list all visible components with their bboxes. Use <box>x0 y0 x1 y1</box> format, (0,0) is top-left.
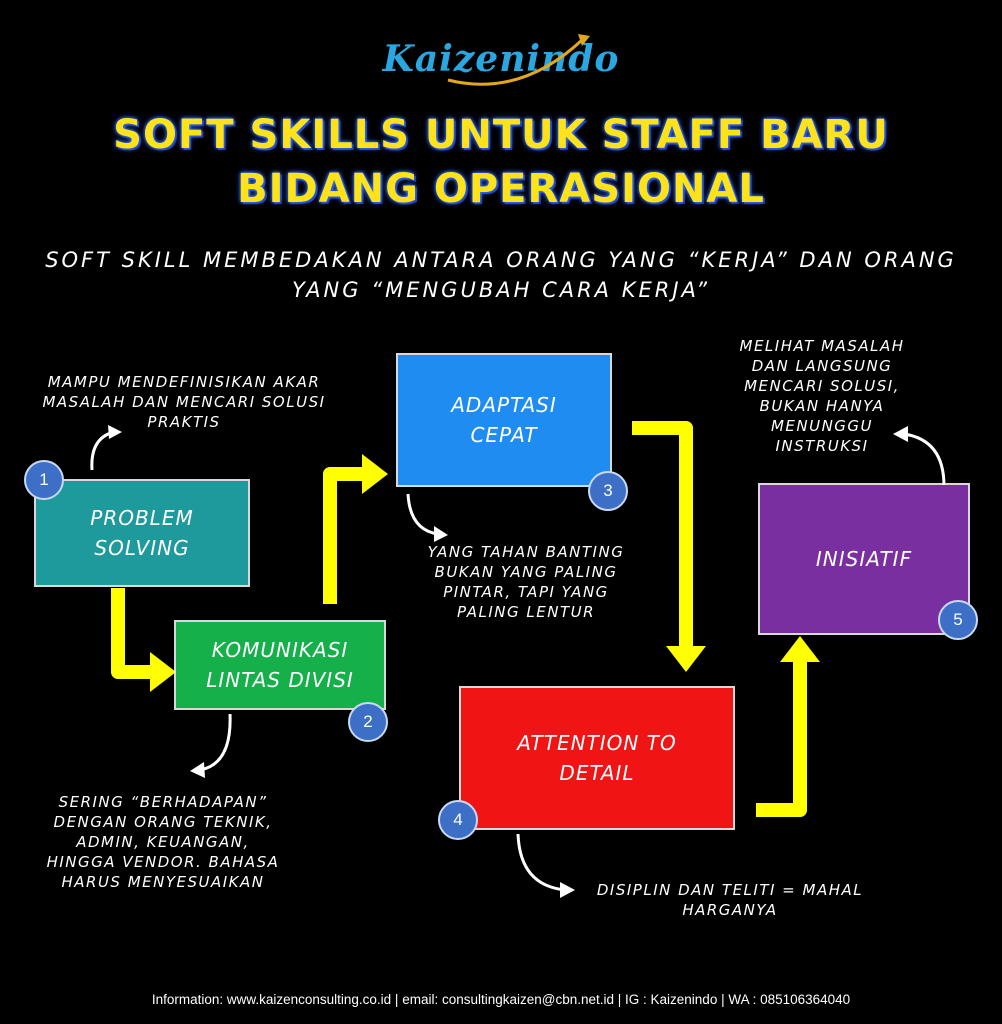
step3-note-line: YANG TAHAN BANTING <box>427 543 625 561</box>
step3-note: YANG TAHAN BANTING BUKAN YANG PALING PIN… <box>400 542 652 622</box>
step1-note: MAMPU MENDEFINISIKAN AKAR MASALAH DAN ME… <box>14 372 354 432</box>
step-box-problem-solving: PROBLEM SOLVING <box>36 481 248 585</box>
page-title-line2: BIDANG OPERASIONAL <box>237 166 765 212</box>
step5-note-line: DAN LANGSUNG <box>751 357 893 375</box>
step4-note-line: HARGANYA <box>682 901 778 919</box>
arrow-2-to-3 <box>323 467 366 604</box>
step3-note-line: PINTAR, TAPI YANG <box>443 583 609 601</box>
note-arrow-3 <box>406 493 439 536</box>
step4-note: DISIPLIN DAN TELITI = MAHAL HARGANYA <box>580 880 880 920</box>
note-arrow-4 <box>516 833 567 892</box>
footer-contact-info: Information: www.kaizenconsulting.co.id … <box>151 992 851 1007</box>
arrow-4-to-5-head <box>780 636 820 662</box>
subtitle-line2: YANG “MENGUBAH CARA KERJA” <box>291 278 711 302</box>
step5-note-line: INSTRUKSI <box>775 437 869 455</box>
arrow-4-to-5 <box>756 660 807 817</box>
step2-note-line: ADMIN, KEUANGAN, <box>76 833 250 851</box>
note-arrow-5 <box>903 432 946 487</box>
page-title-line1: SOFT SKILLS UNTUK STAFF BARU <box>113 112 889 158</box>
step-box-komunikasi-lintas-divisi: KOMUNIKASI LINTAS DIVISI <box>176 622 384 708</box>
step1-label-line2: SOLVING <box>94 536 190 560</box>
step3-label-line1: ADAPTASI <box>451 393 557 417</box>
logo-text: Kaizenindo <box>382 38 620 80</box>
step2-number-badge: 2 <box>348 702 388 742</box>
step5-number-badge: 5 <box>938 600 978 640</box>
step5-label-line1: INISIATIF <box>815 547 913 571</box>
arrow-1-to-2 <box>111 588 156 679</box>
step2-number: 2 <box>363 712 373 731</box>
arrow-2-to-3-head <box>362 454 388 494</box>
step4-number: 4 <box>453 810 463 829</box>
step3-note-line: PALING LENTUR <box>456 603 596 621</box>
step-box-inisiatif: INISIATIF <box>760 485 968 633</box>
step1-note-line: MASALAH DAN MENCARI SOLUSI <box>42 393 326 411</box>
step3-number-badge: 3 <box>588 471 628 511</box>
step4-note-line: DISIPLIN DAN TELITI = MAHAL <box>596 881 864 899</box>
subtitle: SOFT SKILL MEMBEDAKAN ANTARA ORANG YANG … <box>40 245 962 305</box>
brand-logo: Kaizenindo <box>0 38 1002 80</box>
step2-label-line1: KOMUNIKASI <box>211 638 349 662</box>
step2-note-line: HINGGA VENDOR. BAHASA <box>46 853 280 871</box>
step3-label-line2: CEPAT <box>470 423 538 447</box>
step1-number: 1 <box>39 470 49 489</box>
step5-note-line: BUKAN HANYA <box>759 397 885 415</box>
step4-label-line1: ATTENTION TO <box>517 731 677 755</box>
step1-note-line: MAMPU MENDEFINISIKAN AKAR <box>47 373 321 391</box>
step2-note-line: HARUS MENYESUAIKAN <box>61 873 265 891</box>
arrow-1-to-2-head <box>150 652 176 692</box>
step5-note: MELIHAT MASALAH DAN LANGSUNG MENCARI SOL… <box>722 336 922 456</box>
step2-note-line: SERING “BERHADAPAN” <box>58 793 268 811</box>
step5-note-line: MENCARI SOLUSI, <box>744 377 900 395</box>
step5-number: 5 <box>953 610 963 629</box>
step2-note: SERING “BERHADAPAN” DENGAN ORANG TEKNIK,… <box>20 792 306 892</box>
step3-note-line: BUKAN YANG PALING <box>434 563 618 581</box>
step2-label-line2: LINTAS DIVISI <box>206 668 354 692</box>
arrow-3-to-4 <box>632 421 693 650</box>
step3-number: 3 <box>603 481 613 500</box>
step1-note-line: PRAKTIS <box>147 413 221 431</box>
step1-label-line1: PROBLEM <box>90 506 194 530</box>
subtitle-line1: SOFT SKILL MEMBEDAKAN ANTARA ORANG YANG … <box>45 248 957 272</box>
step-box-attention-to-detail: ATTENTION TO DETAIL <box>461 688 733 828</box>
step5-note-line: MELIHAT MASALAH <box>739 337 905 355</box>
step1-number-badge: 1 <box>24 460 64 500</box>
step-box-adaptasi-cepat: ADAPTASI CEPAT <box>398 355 610 485</box>
step4-label-line2: DETAIL <box>559 761 635 785</box>
step4-number-badge: 4 <box>438 800 478 840</box>
step5-note-line: MENUNGGU <box>770 417 874 435</box>
note-arrow-2 <box>199 713 232 772</box>
arrow-3-to-4-head <box>666 646 706 672</box>
step2-note-line: DENGAN ORANG TEKNIK, <box>53 813 273 831</box>
